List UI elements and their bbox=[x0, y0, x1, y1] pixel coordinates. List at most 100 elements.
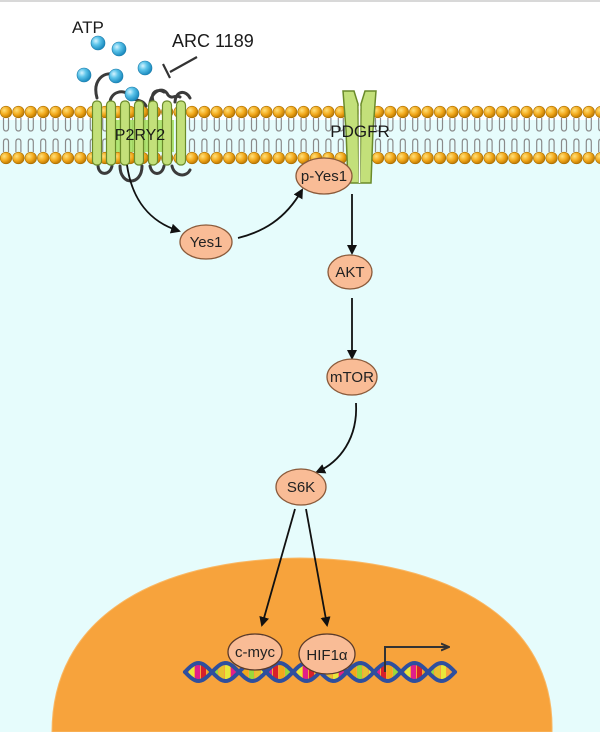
node-hif1a-shape bbox=[298, 633, 356, 675]
lipid-head bbox=[235, 105, 248, 119]
lipid-tail bbox=[573, 118, 580, 132]
lipid-tail bbox=[598, 138, 600, 152]
transmembrane-helix bbox=[133, 100, 145, 166]
dna-base-pair bbox=[411, 663, 416, 681]
dna-base-pair bbox=[405, 666, 410, 678]
dna-base-pair bbox=[225, 663, 230, 681]
lipid-tail bbox=[226, 138, 233, 152]
lipid-tail bbox=[312, 138, 320, 152]
dna-base-pair bbox=[309, 664, 314, 680]
node-yes1-shape bbox=[179, 224, 233, 260]
lipid-head bbox=[396, 105, 409, 119]
dna-base-pair bbox=[285, 666, 290, 678]
lipid-head bbox=[223, 105, 236, 119]
lipid-head bbox=[495, 151, 509, 165]
lipid-tail bbox=[548, 138, 555, 152]
lipid-tail bbox=[560, 138, 568, 152]
lipid-head bbox=[247, 105, 261, 119]
dna-base-pair bbox=[363, 664, 368, 680]
lipid-head bbox=[61, 151, 75, 165]
lipid-tail bbox=[52, 118, 59, 132]
node-akt-label: AKT bbox=[335, 264, 364, 281]
node-s6k: S6K bbox=[275, 468, 327, 506]
lipid-tail bbox=[387, 138, 394, 152]
dna-base-pair bbox=[273, 664, 278, 680]
lipid-head bbox=[49, 105, 62, 119]
node-pyes1-label: p-Yes1 bbox=[301, 168, 347, 185]
lipid-head bbox=[520, 105, 533, 119]
lipid-tail bbox=[449, 118, 456, 132]
node-hif1a-label: HIF1α bbox=[306, 647, 348, 664]
lipid-tail bbox=[300, 138, 307, 152]
dna-base-pair bbox=[441, 663, 446, 681]
dna-base-pair bbox=[231, 666, 236, 678]
lipid-tail bbox=[64, 118, 72, 132]
lipid-tail bbox=[40, 138, 47, 152]
lipid-tail bbox=[598, 118, 600, 132]
lipid-tail bbox=[238, 118, 245, 132]
lipid-tail bbox=[424, 138, 431, 152]
lipid-tail bbox=[474, 118, 481, 132]
lipid-head bbox=[12, 105, 25, 119]
node-mtor-label: mTOR bbox=[330, 369, 374, 386]
node-akt-shape bbox=[327, 254, 373, 290]
inhibitor-label: ARC 1189 bbox=[172, 31, 254, 51]
lipid-head bbox=[396, 151, 409, 165]
lipid-head bbox=[198, 105, 211, 119]
lipid-tail bbox=[52, 138, 59, 152]
lipid-head bbox=[24, 105, 37, 119]
dna-base-pair bbox=[303, 663, 308, 681]
p2ry2-receptor: P2RY2 bbox=[91, 72, 192, 183]
lipid-head bbox=[210, 151, 223, 165]
lipid-head bbox=[533, 105, 546, 119]
node-mtor: mTOR bbox=[326, 358, 378, 396]
lipid-head bbox=[371, 151, 385, 165]
transmembrane-helix bbox=[175, 100, 187, 166]
lipid-tail bbox=[548, 118, 555, 132]
lipid-head bbox=[185, 151, 199, 165]
transmembrane-helix bbox=[161, 100, 173, 166]
lipid-head bbox=[285, 151, 298, 165]
dna-base-pair bbox=[219, 664, 224, 680]
lipid-tail bbox=[300, 118, 307, 132]
lipid-head bbox=[309, 105, 323, 119]
transmembrane-helix bbox=[91, 100, 103, 166]
lipid-tail bbox=[412, 138, 419, 152]
lipid-head bbox=[433, 105, 447, 119]
transcription-start-arrow bbox=[384, 647, 448, 672]
lipid-tail bbox=[573, 138, 580, 152]
node-cmyc: c-myc bbox=[227, 633, 283, 671]
atp-molecule bbox=[124, 86, 140, 102]
dna-base-pair bbox=[255, 664, 260, 680]
lipid-tail bbox=[436, 118, 444, 132]
lipid-head bbox=[458, 105, 471, 119]
node-s6k-label: S6K bbox=[287, 479, 315, 496]
lipid-head bbox=[508, 151, 521, 165]
lipid-head bbox=[433, 151, 447, 165]
atp-molecule bbox=[76, 67, 92, 83]
lipid-head bbox=[570, 151, 583, 165]
lipid-tail bbox=[250, 138, 258, 152]
lipid-head bbox=[421, 105, 434, 119]
dna-base-pair bbox=[435, 664, 440, 680]
dna-base-pair bbox=[393, 666, 398, 678]
lipid-head bbox=[495, 105, 509, 119]
lipid-head bbox=[272, 151, 285, 165]
lipid-head bbox=[582, 105, 595, 119]
lipid-tail bbox=[2, 118, 10, 132]
lipid-tail bbox=[201, 118, 208, 132]
node-cmyc-shape bbox=[227, 633, 283, 671]
arrow-p2ry2-to-yes1 bbox=[126, 164, 181, 234]
lipid-tail bbox=[523, 138, 530, 152]
lipid-tail bbox=[536, 138, 543, 152]
dna-base-pair bbox=[249, 663, 254, 681]
dna-base-pair bbox=[201, 664, 206, 680]
lipid-tail bbox=[275, 138, 282, 152]
lipid-head bbox=[260, 151, 273, 165]
lipid-head bbox=[223, 151, 236, 165]
lipid-tail bbox=[436, 138, 444, 152]
dna-base-pair bbox=[267, 668, 272, 676]
node-akt: AKT bbox=[327, 254, 373, 290]
lipid-head bbox=[384, 151, 397, 165]
